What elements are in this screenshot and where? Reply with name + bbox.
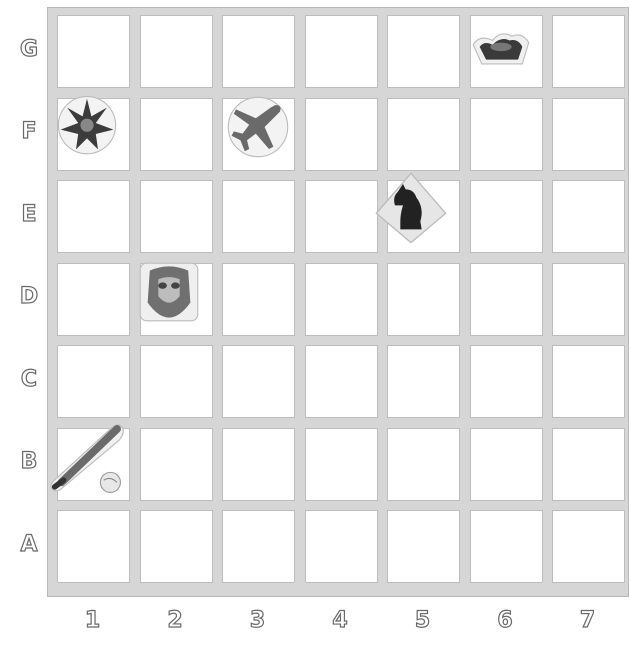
board-cell-b4[interactable] [305,428,378,501]
chess-knight-icon[interactable] [371,168,451,248]
board-cell-c2[interactable] [140,345,213,418]
board-cell-d7[interactable] [552,263,625,336]
board-cell-b7[interactable] [552,428,625,501]
board-cell-a3[interactable] [222,510,295,583]
column-label-1: 1 [78,608,108,633]
row-label-a: A [14,532,44,557]
board-cell-e1[interactable] [57,180,130,253]
board-cell-g3[interactable] [222,15,295,88]
board-cell-g4[interactable] [305,15,378,88]
board-cell-a5[interactable] [387,510,460,583]
game-board [47,7,629,597]
row-label-e: E [14,202,44,227]
board-cell-c1[interactable] [57,345,130,418]
board-cell-e7[interactable] [552,180,625,253]
board-cell-e4[interactable] [305,180,378,253]
board-cell-c4[interactable] [305,345,378,418]
board-cell-g7[interactable] [552,15,625,88]
board-cell-a1[interactable] [57,510,130,583]
board-cell-g2[interactable] [140,15,213,88]
board-cell-a7[interactable] [552,510,625,583]
board-cell-e3[interactable] [222,180,295,253]
board-cell-f7[interactable] [552,98,625,171]
board-cell-c5[interactable] [387,345,460,418]
boat-icon[interactable] [469,27,533,71]
board-cell-a6[interactable] [470,510,543,583]
board-cell-a2[interactable] [140,510,213,583]
board-cell-b3[interactable] [222,428,295,501]
board-cell-g1[interactable] [57,15,130,88]
row-label-d: D [14,284,44,309]
board-cell-f4[interactable] [305,98,378,171]
board-cell-d4[interactable] [305,263,378,336]
row-label-c: C [14,367,44,392]
board-cell-d1[interactable] [57,263,130,336]
column-label-4: 4 [325,608,355,633]
row-label-f: F [14,119,44,144]
board-cell-f2[interactable] [140,98,213,171]
board-cell-f6[interactable] [470,98,543,171]
column-label-5: 5 [408,608,438,633]
board-cell-d6[interactable] [470,263,543,336]
row-label-b: B [14,449,44,474]
board-cell-f5[interactable] [387,98,460,171]
airplane-icon[interactable] [225,94,291,160]
board-cell-e6[interactable] [470,180,543,253]
baseball-bat-icon[interactable] [48,420,126,498]
board-cell-a4[interactable] [305,510,378,583]
board-cell-b6[interactable] [470,428,543,501]
column-label-3: 3 [243,608,273,633]
fern-icon[interactable] [54,90,120,156]
board-cell-b5[interactable] [387,428,460,501]
board-cell-d5[interactable] [387,263,460,336]
face-icon[interactable] [137,260,201,324]
board-cell-g5[interactable] [387,15,460,88]
column-label-7: 7 [573,608,603,633]
column-label-2: 2 [160,608,190,633]
board-cell-e2[interactable] [140,180,213,253]
board-cell-c7[interactable] [552,345,625,418]
board-cell-b2[interactable] [140,428,213,501]
board-cell-c3[interactable] [222,345,295,418]
board-cell-d3[interactable] [222,263,295,336]
column-label-6: 6 [490,608,520,633]
board-cell-c6[interactable] [470,345,543,418]
row-label-g: G [14,37,44,62]
